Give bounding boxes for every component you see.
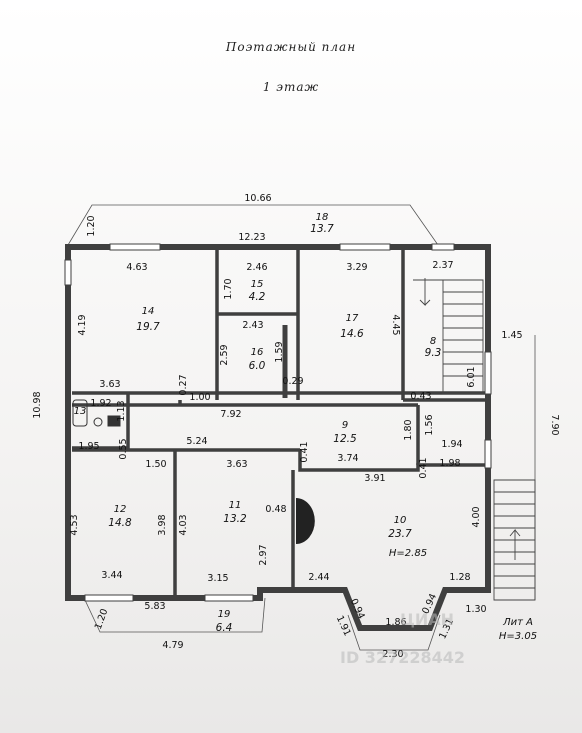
floor-label: 1 этаж <box>262 80 320 94</box>
dim-label: 10.98 <box>32 391 43 418</box>
dim-label: 1.50 <box>145 459 166 470</box>
dim-label: 4.00 <box>471 506 482 527</box>
dim-label: 1.59 <box>274 341 285 362</box>
lit-height: H=3.05 <box>499 631 537 642</box>
room-number: 8 <box>430 336 436 347</box>
dim-label: 1.95 <box>78 441 99 452</box>
room-area: 23.7 <box>388 528 412 540</box>
dim-label: 2.46 <box>246 262 267 273</box>
dim-label: 1.80 <box>403 419 414 440</box>
room-area: 6.0 <box>249 360 266 372</box>
windows <box>64 243 492 602</box>
room-number: 10 <box>394 515 407 526</box>
room-number: 9 <box>342 420 348 431</box>
dim-label: 3.63 <box>226 459 247 470</box>
room-area: 14.6 <box>340 328 364 340</box>
room-number: 13 <box>74 406 87 417</box>
watermark-id: ID 327228442 <box>340 648 465 667</box>
dim-label: 2.44 <box>308 572 329 583</box>
dim-label: 1.20 <box>93 607 111 631</box>
dimension-labels: 10.66 1.20 12.23 4.63 2.46 3.29 2.37 1.7… <box>32 193 560 660</box>
room-number: 12 <box>114 504 127 515</box>
room-number: 15 <box>251 279 264 290</box>
watermark-brand: ЦИАН <box>400 610 454 629</box>
dim-label: 4.03 <box>178 514 189 535</box>
room-number: 19 <box>218 609 231 620</box>
room-number: 18 <box>316 212 329 223</box>
dim-label: 7.92 <box>220 409 241 420</box>
dim-label: 3.15 <box>207 573 228 584</box>
column-room10 <box>296 498 315 544</box>
interior-walls <box>72 250 489 596</box>
dim-label: 6.01 <box>466 366 477 387</box>
bathroom-fixtures <box>72 399 121 427</box>
stair-room8 <box>413 278 484 395</box>
room-area: 9.3 <box>425 347 442 359</box>
room-number: 11 <box>229 500 242 511</box>
dim-label: 1.86 <box>385 617 406 628</box>
dim-label: 2.59 <box>219 344 230 365</box>
dim-label: 12.23 <box>238 232 265 243</box>
dim-label: 0.43 <box>410 391 431 402</box>
dim-label: 1.92 <box>90 398 111 409</box>
dim-label: 2.37 <box>432 260 453 271</box>
dim-label: 5.24 <box>186 436 207 447</box>
room-area: 13.7 <box>310 223 334 235</box>
dim-label: 10.66 <box>244 193 271 204</box>
dim-label: 4.63 <box>126 262 147 273</box>
ceiling-height: H=2.85 <box>389 548 427 559</box>
dim-label: 4.19 <box>77 314 88 335</box>
dim-label: 1.13 <box>116 400 127 421</box>
lit-name: Лит А <box>502 617 533 628</box>
dim-label: 7.90 <box>549 414 560 435</box>
dim-label: 3.98 <box>157 514 168 535</box>
room-number: 14 <box>142 306 155 317</box>
dim-label: 3.63 <box>99 379 120 390</box>
dim-label: 4.53 <box>69 514 80 535</box>
dim-label: 1.20 <box>86 215 97 236</box>
dim-label: 1.91 <box>334 614 353 638</box>
dim-label: 2.43 <box>242 320 263 331</box>
dim-label: 3.74 <box>337 453 358 464</box>
dim-label: 1.94 <box>441 439 462 450</box>
room-number: 17 <box>346 313 359 324</box>
room-number: 16 <box>251 347 264 358</box>
dim-label: 1.56 <box>424 414 435 435</box>
dim-label: 0.55 <box>118 438 129 459</box>
room-area: 19.7 <box>136 321 160 333</box>
dim-label: 0.48 <box>265 504 286 515</box>
dim-label: 3.91 <box>364 473 385 484</box>
room-labels: 14 19.7 15 4.2 16 6.0 17 14.6 8 9.3 9 12… <box>74 212 442 634</box>
room-area: 4.2 <box>249 291 266 303</box>
dim-label: 0.29 <box>282 376 303 387</box>
dim-label: 4.45 <box>390 314 401 335</box>
dim-label: 3.29 <box>346 262 367 273</box>
dim-label: 1.98 <box>439 458 460 469</box>
room-area: 12.5 <box>333 433 357 445</box>
watermark: ЦИАН ID 327228442 <box>340 610 465 667</box>
dim-label: 1.45 <box>501 330 522 341</box>
dim-label: 1.28 <box>449 572 470 583</box>
dim-label: 0.27 <box>178 374 189 395</box>
dim-label: 1.30 <box>465 604 486 615</box>
plan-title: Поэтажный план <box>225 40 357 54</box>
room-area: 14.8 <box>108 517 132 529</box>
stair-outside <box>493 479 536 601</box>
dim-label: 0.41 <box>299 441 310 462</box>
dim-label: 5.83 <box>144 601 165 612</box>
dim-label: 2.97 <box>258 544 269 565</box>
dim-label: 2.30 <box>382 649 403 660</box>
dim-label: 3.44 <box>101 570 122 581</box>
dim-label: 1.70 <box>223 278 234 299</box>
room-area: 13.2 <box>223 513 247 525</box>
dim-label: 1.00 <box>189 392 210 403</box>
dim-label: 4.79 <box>162 640 183 651</box>
room-area: 6.4 <box>216 622 233 634</box>
dim-label: 0.41 <box>418 457 429 478</box>
